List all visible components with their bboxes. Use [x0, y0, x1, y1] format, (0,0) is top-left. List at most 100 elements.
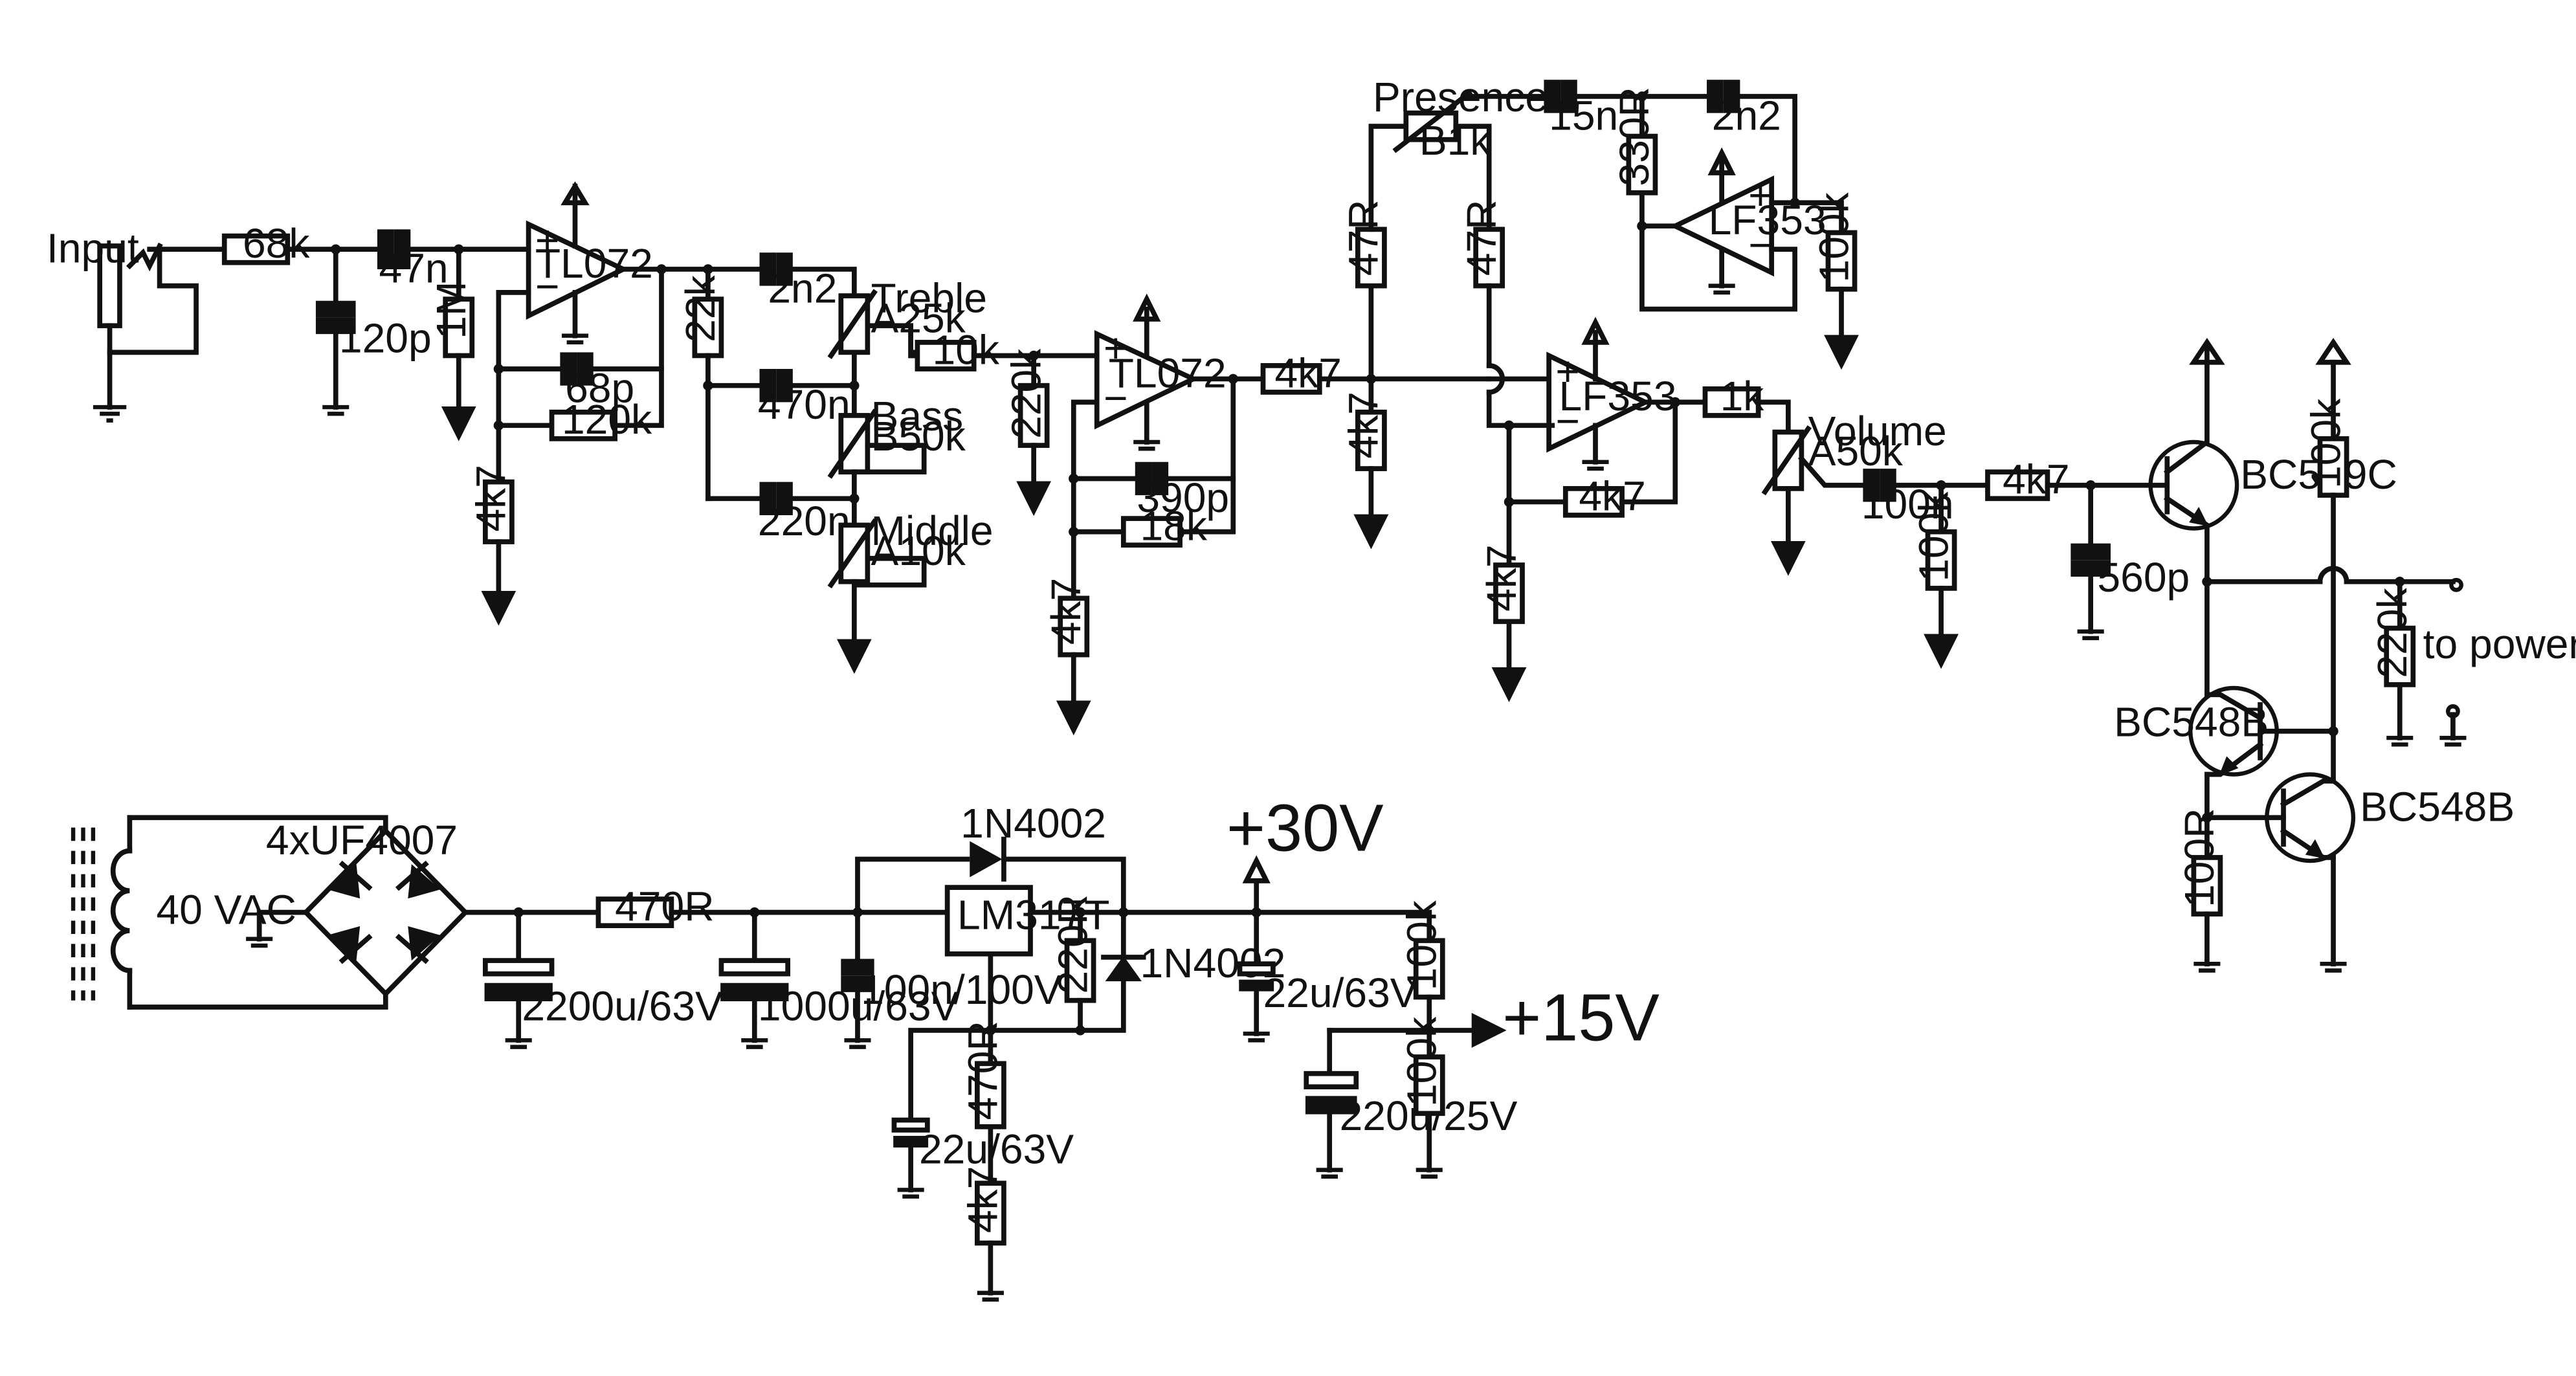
- resistor-330R-label: 330R: [1611, 87, 1658, 186]
- resistor-120k-label: 120k: [562, 396, 652, 443]
- resistor-220k-a-label: 220k: [1003, 348, 1049, 439]
- capacitor-15n-label: 15n: [1549, 92, 1618, 139]
- resistor-68k-label: 68k: [243, 220, 310, 267]
- potentiometer-presence: [1392, 89, 1492, 232]
- transistor-q2-label: BC548B: [2114, 698, 2269, 745]
- resistor-4k7-b: [1058, 595, 1090, 658]
- plus-15v-label: +15V: [1502, 980, 1660, 1054]
- resistor-47R-b-label: 47R: [1458, 199, 1505, 276]
- transistor-q3: [2265, 772, 2356, 863]
- potentiometer-bass: [827, 408, 927, 502]
- resistor-47R-a-label: 47R: [1340, 199, 1387, 276]
- resistor-4k7-d-label: 4k7: [1340, 392, 1387, 459]
- capacitor-2200u: [482, 958, 555, 977]
- middle-label: Middle: [871, 507, 994, 554]
- resistor-120k: [549, 409, 617, 441]
- resistor-68k: [221, 233, 291, 265]
- opamp-u2: + −: [1094, 293, 1199, 451]
- resistor-4k7-b-label: 4k7: [1043, 578, 1089, 645]
- potentiometer-volume: [1761, 425, 1871, 576]
- resistor-100k-a-label: 100k: [1810, 192, 1857, 282]
- opamp-u1: + −: [526, 181, 629, 345]
- treble-value: A25k: [871, 295, 966, 342]
- middle-value: A10k: [871, 527, 966, 574]
- capacitor-2n2-a-label: 2n2: [768, 265, 837, 311]
- resistor-220R: [1064, 938, 1096, 1003]
- transistor-q3-label: BC548B: [2360, 783, 2515, 830]
- opamp-u4-label: LF353: [1559, 373, 1677, 419]
- capacitor-100n-100v-label: 100n/100V: [861, 966, 1062, 1013]
- resistor-100k-e-label: 100k: [1399, 1016, 1445, 1107]
- to-power-amp-label: to power amp: [2423, 621, 2576, 667]
- svg-text:+: +: [1104, 325, 1128, 372]
- bridge-label: 4xUF4007: [266, 817, 458, 863]
- capacitor-220n-label: 220n: [758, 498, 850, 544]
- input-label: Input: [47, 225, 139, 272]
- transistor-q1: [2148, 343, 2239, 584]
- opamp-u2-label: TL072: [1109, 350, 1227, 396]
- input-jack: [97, 242, 199, 410]
- resistor-470R-b: [975, 1061, 1006, 1129]
- resistor-100R-label: 100R: [2176, 808, 2223, 907]
- resistor-4k7-c-label: 4k7: [1274, 350, 1342, 396]
- diode-1N4002-b: [1101, 955, 1146, 982]
- capacitor-120p-label: 120p: [339, 315, 432, 361]
- resistor-4k7-f-label: 4k7: [1478, 544, 1525, 612]
- resistor-4k7-e-label: 4k7: [1579, 472, 1646, 519]
- resistor-4k7-a-label: 4k7: [468, 465, 515, 532]
- resistor-100k-a: [1825, 230, 1858, 292]
- volume-value: A50k: [1808, 428, 1904, 474]
- vac-label: 40 VAC: [156, 887, 296, 933]
- resistor-4k7-g-label: 4k7: [2003, 456, 2070, 503]
- resistor-4k7-d: [1355, 409, 1387, 471]
- opamp-u4: + −: [1546, 316, 1651, 471]
- svg-text:+: +: [535, 217, 560, 263]
- capacitor-470n-label: 470n: [758, 381, 850, 428]
- volume-label: Volume: [1808, 408, 1947, 454]
- potentiometer-treble: [827, 289, 927, 388]
- svg-text:+: +: [1555, 348, 1580, 395]
- capacitor-1000u: [718, 958, 790, 977]
- resistor-1k: [1702, 386, 1761, 418]
- bass-value: B50k: [871, 413, 966, 460]
- capacitor-2200u-label: 2200u/63V: [522, 983, 723, 1030]
- resistor-4k7-c: [1260, 363, 1322, 395]
- capacitor-390p-label: 390p: [1137, 474, 1229, 521]
- svg-text:−: −: [1555, 398, 1580, 445]
- capacitor-22u-a-label: 22u/63V: [1263, 970, 1417, 1016]
- resistor-4k7-h-label: 4k7: [960, 1166, 1006, 1234]
- treble-label: Treble: [871, 275, 988, 322]
- capacitor-22u-b-label: 22u/63V: [919, 1126, 1074, 1172]
- transistor-q2: [2188, 685, 2279, 777]
- potentiometer-middle: [827, 518, 927, 674]
- resistor-100k-c-label: 100k: [2302, 398, 2349, 489]
- plus-30v-label: +30V: [1227, 791, 1384, 865]
- svg-text:−: −: [535, 263, 560, 310]
- resistor-47R-b: [1473, 227, 1505, 289]
- capacitor-22u-a: [1237, 961, 1276, 977]
- resistor-220k-b-label: 220k: [2369, 588, 2415, 678]
- opamp-u3: + −: [1669, 147, 1775, 295]
- resistor-1M-label: 1M: [428, 282, 474, 339]
- resistor-1k-label: 1k: [1720, 373, 1765, 419]
- capacitor-47n-label: 47n: [379, 245, 449, 291]
- svg-text:+: +: [1748, 172, 1772, 219]
- resistor-470R-a-label: 470R: [615, 883, 714, 929]
- presence-value: B1k: [1419, 117, 1492, 164]
- resistor-22k-label: 22k: [677, 275, 724, 342]
- ground-symbol: [93, 405, 127, 423]
- opamp-u1-label: TL072: [535, 240, 653, 287]
- capacitor-22u-b: [891, 1117, 930, 1133]
- resistor-100k-d-label: 100k: [1399, 900, 1445, 990]
- resistor-470R-b-label: 470R: [960, 1021, 1006, 1120]
- transformer: [71, 815, 388, 1010]
- resistor-18k-label: 18k: [1140, 502, 1207, 549]
- svg-text:−: −: [1104, 375, 1128, 421]
- capacitor-220u: [1304, 1071, 1359, 1090]
- resistor-10k-label: 10k: [933, 326, 1000, 373]
- diode-1N4002-a-label: 1N4002: [960, 800, 1106, 847]
- resistor-220R-label: 220R: [1049, 894, 1096, 993]
- bass-label: Bass: [871, 393, 964, 439]
- resistor-100k-b-label: 100k: [1910, 491, 1957, 582]
